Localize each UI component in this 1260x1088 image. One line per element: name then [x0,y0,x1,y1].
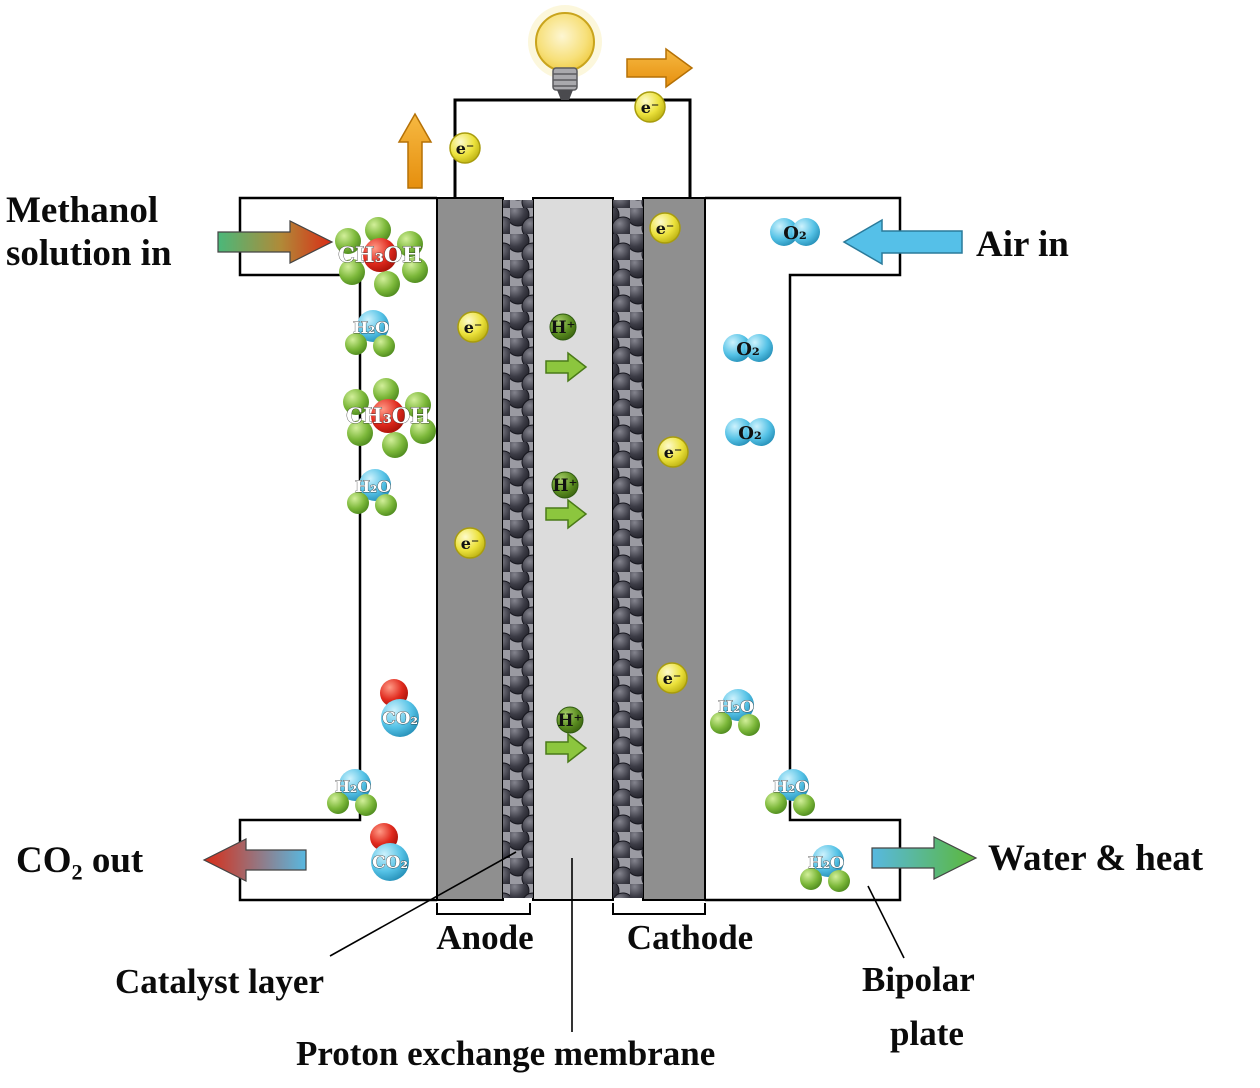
light-bulb-icon [528,5,602,100]
svg-text:CO₂: CO₂ [382,709,418,729]
cathode-plate [642,197,706,901]
ch3oh-molecule: CH₃OH [335,217,428,297]
svg-text:e⁻: e⁻ [641,98,660,117]
anode-catalyst-layer [503,200,533,898]
svg-text:CH₃OH: CH₃OH [346,403,430,428]
membrane-label: Proton exchange membrane [296,1034,716,1073]
h2o-molecule: H₂O [345,310,395,357]
catalyst-leader-line [329,851,517,957]
o2-molecule: O₂ [723,334,773,362]
cathode-catalyst-layer [613,200,643,898]
methanol-in-arrow [217,220,334,264]
svg-text:e⁻: e⁻ [664,443,683,462]
svg-text:O₂: O₂ [736,339,760,360]
electron: e⁻ [649,212,681,244]
air-in-label: Air in [976,224,1069,265]
co2-molecule: CO₂ [370,823,409,881]
catalyst-layer-label: Catalyst layer [115,962,324,1001]
svg-text:H⁺: H⁺ [552,476,577,496]
cathode-flow-channel [705,196,902,902]
proton-flow-arrow [545,498,588,530]
bipolar-plate-label-line2: plate [890,1014,964,1053]
svg-text:H₂O: H₂O [335,777,371,796]
h2o-molecule: H₂O [710,689,760,736]
svg-text:e⁻: e⁻ [656,219,675,238]
svg-text:H₂O: H₂O [808,853,844,872]
anode-label: Anode [436,918,534,957]
cathode-label: Cathode [626,918,754,957]
electron: e⁻ [656,662,688,694]
co2-out-arrow [202,838,307,882]
current-right-arrow [626,47,694,89]
electron: e⁻ [457,311,489,343]
svg-text:H₂O: H₂O [718,697,754,716]
water-heat-label: Water & heat [988,838,1204,879]
svg-text:CO₂: CO₂ [372,853,408,873]
svg-text:e⁻: e⁻ [663,669,682,688]
svg-text:H⁺: H⁺ [550,318,575,338]
electron: e⁻ [454,527,486,559]
co2-out-label: CO₂ out [16,840,144,881]
proton: H⁺ [551,471,579,499]
electron: e⁻ [634,91,666,123]
svg-text:O₂: O₂ [783,223,807,244]
proton-flow-arrow [545,351,588,383]
h2o-molecule: H₂O [800,845,850,892]
svg-text:H₂O: H₂O [355,477,391,496]
electron: e⁻ [657,436,689,468]
o2-molecule: O₂ [725,418,775,446]
svg-text:e⁻: e⁻ [464,318,483,337]
h2o-molecule: H₂O [347,469,397,516]
h2o-molecule: H₂O [765,769,815,816]
current-up-arrow [397,112,433,189]
svg-text:O₂: O₂ [738,423,762,444]
proton-exchange-membrane [532,197,614,901]
air-in-arrow [842,218,963,266]
svg-text:H⁺: H⁺ [557,711,582,731]
water-heat-arrow [871,836,978,880]
h2o-molecule: H₂O [327,769,377,816]
bipolar-leader-line [867,885,905,959]
svg-text:e⁻: e⁻ [461,534,480,553]
co2-molecule: CO₂ [380,679,419,737]
anode-bracket [436,903,531,915]
cathode-bracket [612,903,706,915]
svg-text:CH₃OH: CH₃OH [338,242,422,267]
proton: H⁺ [549,313,577,341]
electron: e⁻ [449,132,481,164]
svg-text:e⁻: e⁻ [456,139,475,158]
svg-text:H₂O: H₂O [773,777,809,796]
ch3oh-molecule: CH₃OH [343,378,436,458]
bipolar-plate-label-line1: Bipolar [862,960,975,999]
methanol-in-label: Methanol solution in [6,190,172,274]
proton: H⁺ [556,706,584,734]
svg-text:H₂O: H₂O [353,318,389,337]
proton-flow-arrow [545,732,588,764]
o2-molecule: O₂ [770,218,820,246]
anode-flow-channel [238,196,437,902]
